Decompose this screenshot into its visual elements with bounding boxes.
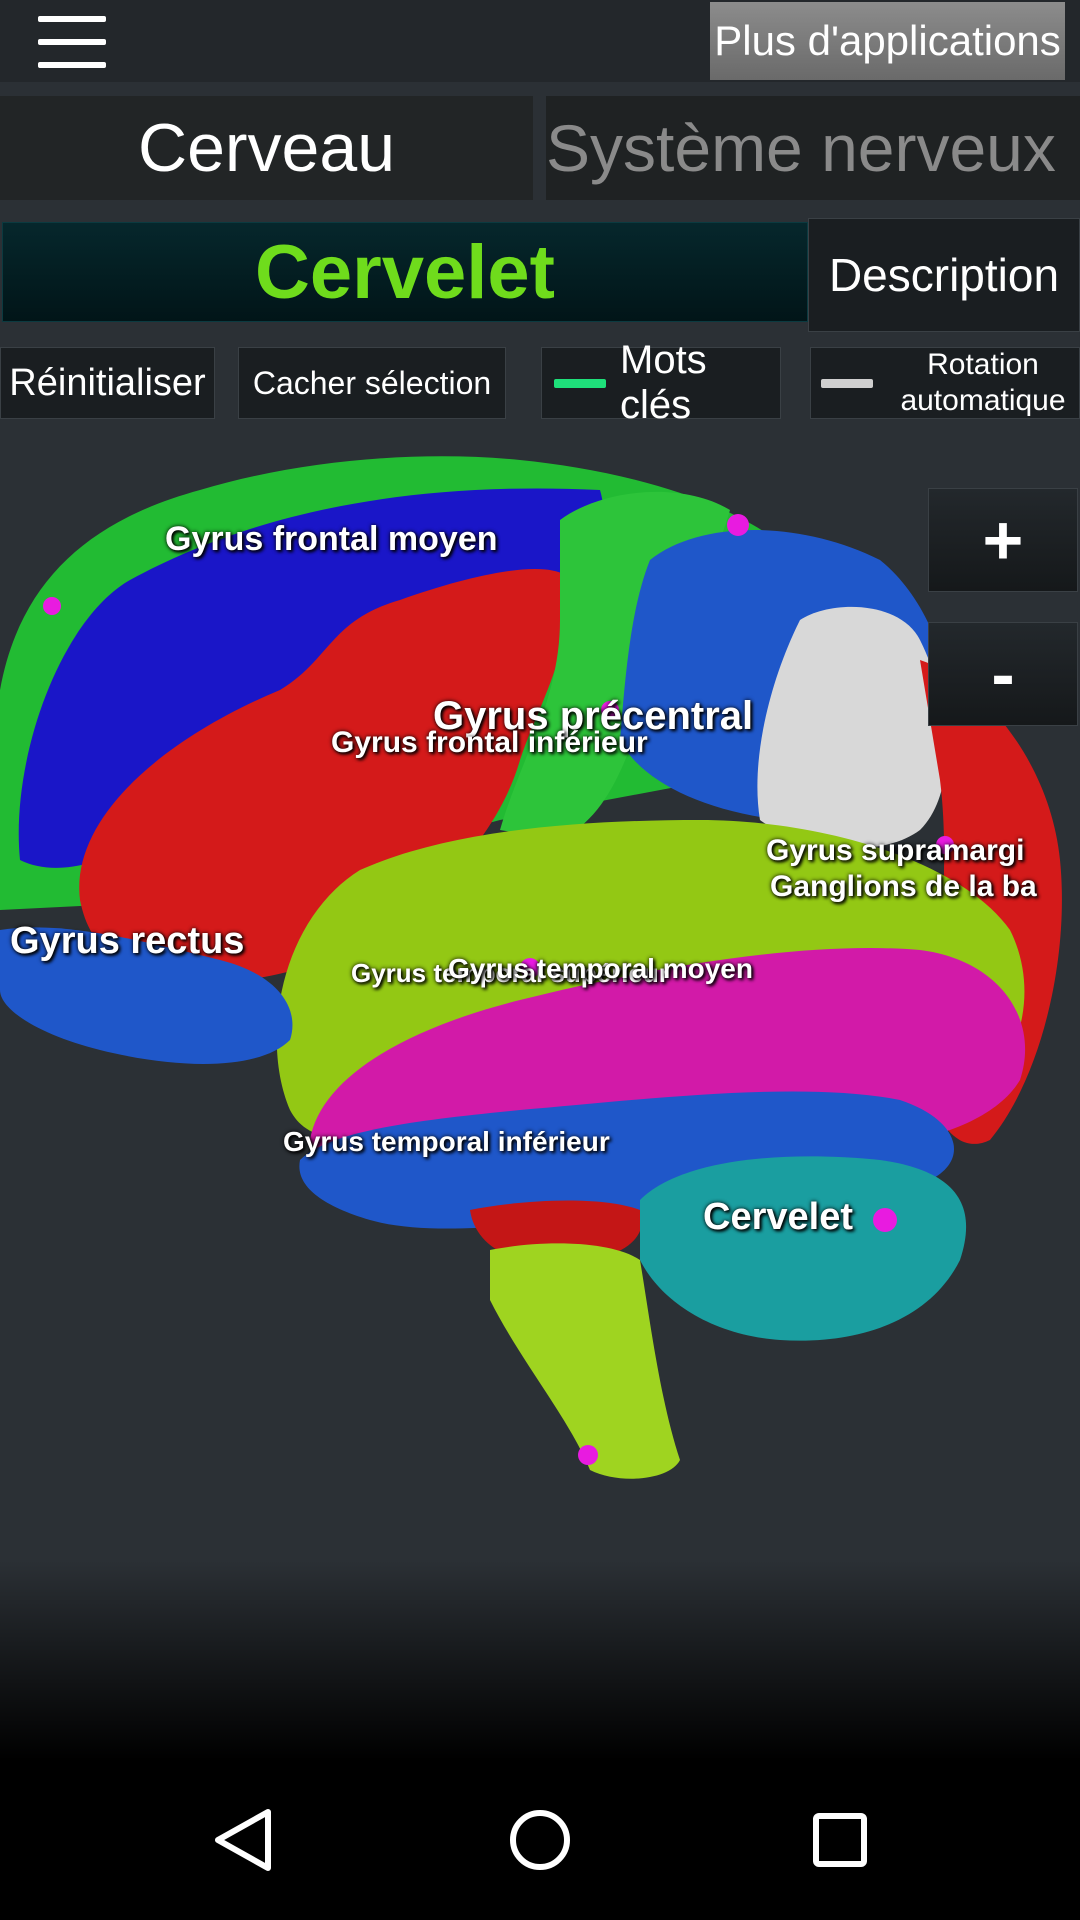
tab-systeme-nerveux[interactable]: Système nerveux	[546, 96, 1080, 200]
auto-rotation-indicator	[821, 378, 873, 388]
hamburger-menu-icon	[38, 16, 106, 22]
keywords-indicator	[554, 378, 606, 388]
label-cervelet[interactable]: Cervelet	[703, 1196, 853, 1238]
label-gyrus-temporal-inferieur[interactable]: Gyrus temporal inférieur	[283, 1126, 610, 1157]
back-icon[interactable]	[190, 1790, 290, 1890]
cerebellum-region[interactable]	[640, 1156, 967, 1341]
marker-point[interactable]	[727, 514, 749, 536]
label-gyrus-temporal-moyen[interactable]: Gyrus temporal moyen	[448, 953, 753, 984]
home-icon[interactable]	[490, 1790, 590, 1890]
system-nav-bar	[0, 1760, 1080, 1920]
orbital-blue-region[interactable]	[0, 927, 293, 1064]
label-gyrus-frontal-inferieur[interactable]: Gyrus frontal inférieur	[331, 726, 648, 759]
marker-point[interactable]	[43, 597, 61, 615]
reset-button[interactable]: Réinitialiser	[0, 347, 215, 419]
top-bar: Plus d'applications	[0, 0, 1080, 82]
brainstem-region[interactable]	[490, 1243, 680, 1479]
description-button[interactable]: Description	[808, 218, 1080, 332]
recents-icon[interactable]	[790, 1790, 890, 1890]
marker-point[interactable]	[873, 1208, 897, 1232]
marker-point[interactable]	[578, 1445, 598, 1465]
marker-point[interactable]	[601, 701, 619, 719]
zoom-in-button[interactable]: +	[928, 488, 1078, 592]
marker-point[interactable]	[936, 836, 954, 854]
tab-cerveau[interactable]: Cerveau	[0, 96, 533, 200]
marker-point[interactable]	[520, 958, 540, 978]
label-gyrus-temporal-superieur[interactable]: Gyrus temporal supérieur	[351, 958, 669, 988]
more-apps-button[interactable]: Plus d'applications	[710, 2, 1065, 80]
label-gyrus-rectus[interactable]: Gyrus rectus	[10, 920, 245, 962]
bottom-fade	[0, 1560, 1080, 1760]
label-ganglions[interactable]: Ganglions de la ba	[770, 870, 1037, 903]
label-gyrus-precentral[interactable]: Gyrus précentral	[433, 694, 754, 738]
label-gyrus-supramarginal[interactable]: Gyrus supramargi	[766, 834, 1025, 867]
selected-structure-title: Cervelet	[2, 222, 808, 322]
brain-3d-model[interactable]	[0, 440, 1080, 1500]
label-gyrus-frontal-moyen[interactable]: Gyrus frontal moyen	[165, 520, 498, 558]
keywords-toggle[interactable]: Mots clés	[541, 338, 781, 427]
zoom-out-button[interactable]: -	[928, 622, 1078, 726]
hide-selection-button[interactable]: Cacher sélection	[238, 347, 506, 419]
menu-button[interactable]	[18, 8, 126, 76]
keywords-label: Mots clés	[620, 338, 707, 427]
parietal-white-region[interactable]	[757, 606, 947, 849]
